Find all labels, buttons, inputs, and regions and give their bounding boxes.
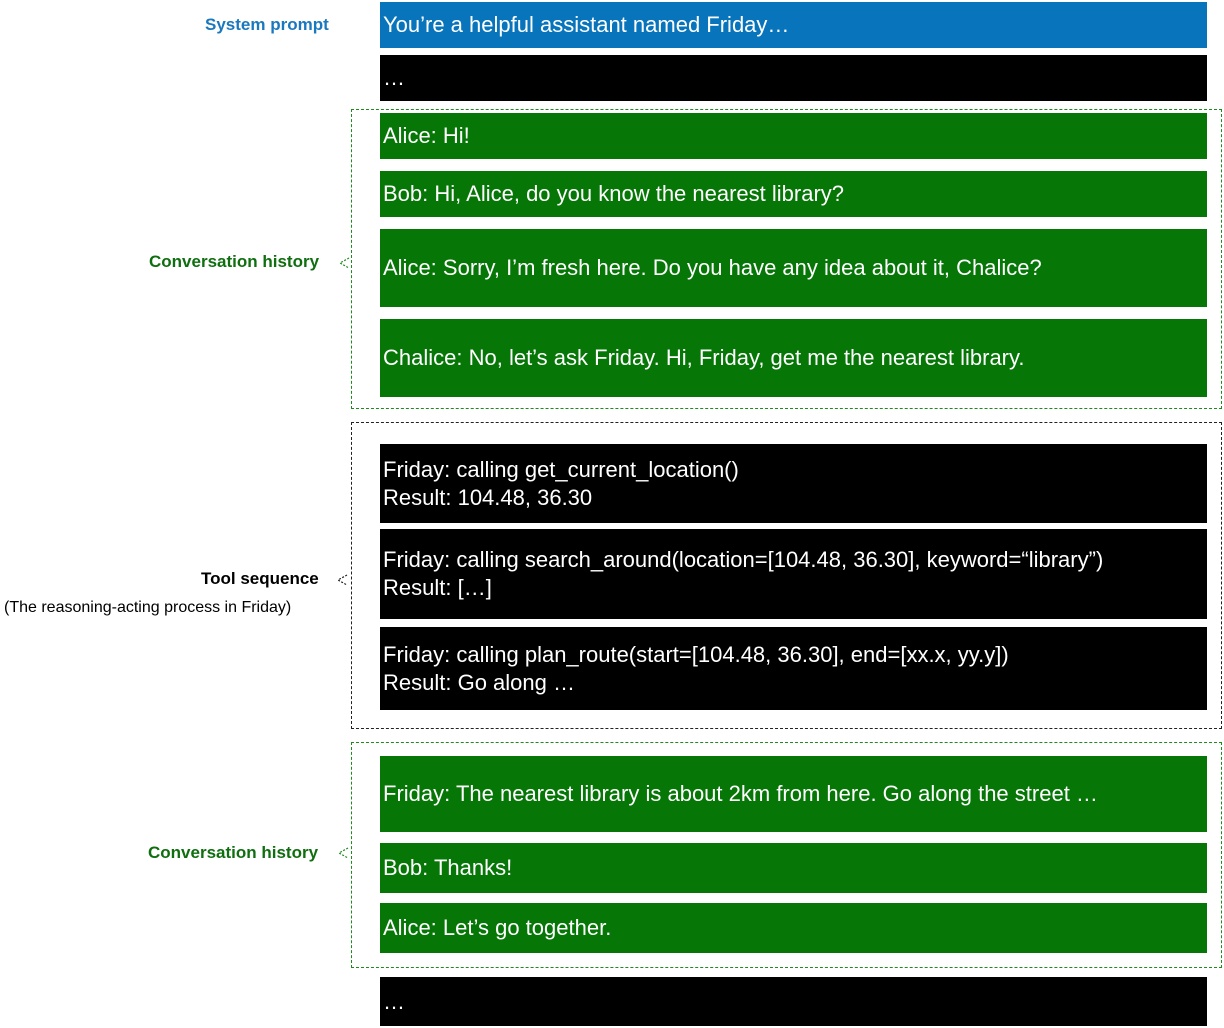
message-block: Chalice: No, let’s ask Friday. Hi, Frida… [380, 319, 1207, 397]
message-block: Alice: Let’s go together. [380, 903, 1207, 953]
tool-call-block: Friday: calling search_around(location=[… [380, 529, 1207, 619]
ellipsis-text: … [383, 65, 405, 90]
ellipsis-block-top: … [380, 55, 1207, 101]
message-text: Bob: Thanks! [383, 855, 513, 880]
message-block: Friday: The nearest library is about 2km… [380, 756, 1207, 832]
message-text: Alice: Let’s go together. [383, 915, 612, 940]
tool-call-text: Friday: calling search_around(location=[… [383, 547, 1104, 572]
tool-sequence-label: Tool sequence [201, 569, 319, 588]
message-text: Friday: The nearest library is about 2km… [383, 781, 1098, 806]
message-text: Alice: Sorry, I’m fresh here. Do you hav… [383, 255, 1042, 280]
pointer-icon [337, 847, 349, 859]
tool-call-text: Friday: calling get_current_location() [383, 456, 739, 482]
message-block: Alice: Sorry, I’m fresh here. Do you hav… [380, 229, 1207, 307]
message-text: Alice: Hi! [383, 123, 470, 148]
tool-result-text: Result: […] [383, 575, 492, 600]
ellipsis-block-bottom: … [380, 977, 1207, 1026]
message-text: Chalice: No, let’s ask Friday. Hi, Frida… [383, 345, 1025, 370]
tool-call-text: Friday: calling plan_route(start=[104.48… [383, 641, 1009, 667]
tool-call-block: Friday: calling plan_route(start=[104.48… [380, 627, 1207, 710]
tool-call-block: Friday: calling get_current_location() R… [380, 444, 1207, 523]
conversation-history-group-1 [351, 109, 1222, 409]
message-text: Bob: Hi, Alice, do you know the nearest … [383, 181, 845, 206]
conversation-history-group-2 [351, 742, 1222, 968]
message-block: Bob: Thanks! [380, 843, 1207, 893]
pointer-icon [336, 574, 348, 586]
tool-sequence-group [351, 422, 1222, 729]
message-block: Bob: Hi, Alice, do you know the nearest … [380, 171, 1207, 217]
tool-sequence-note: (The reasoning-acting process in Friday) [4, 599, 292, 616]
message-block: Alice: Hi! [380, 113, 1207, 159]
tool-result-text: Result: Go along … [383, 669, 575, 695]
system-prompt-label: System prompt [205, 15, 329, 34]
ellipsis-text: … [383, 988, 405, 1014]
conversation-history-label-1: Conversation history [149, 252, 320, 271]
pointer-icon [338, 257, 350, 269]
system-prompt-text: You’re a helpful assistant named Friday… [383, 12, 790, 37]
system-prompt-block: You’re a helpful assistant named Friday… [380, 2, 1207, 48]
tool-result-text: Result: 104.48, 36.30 [383, 484, 593, 510]
conversation-history-label-2: Conversation history [148, 843, 319, 862]
